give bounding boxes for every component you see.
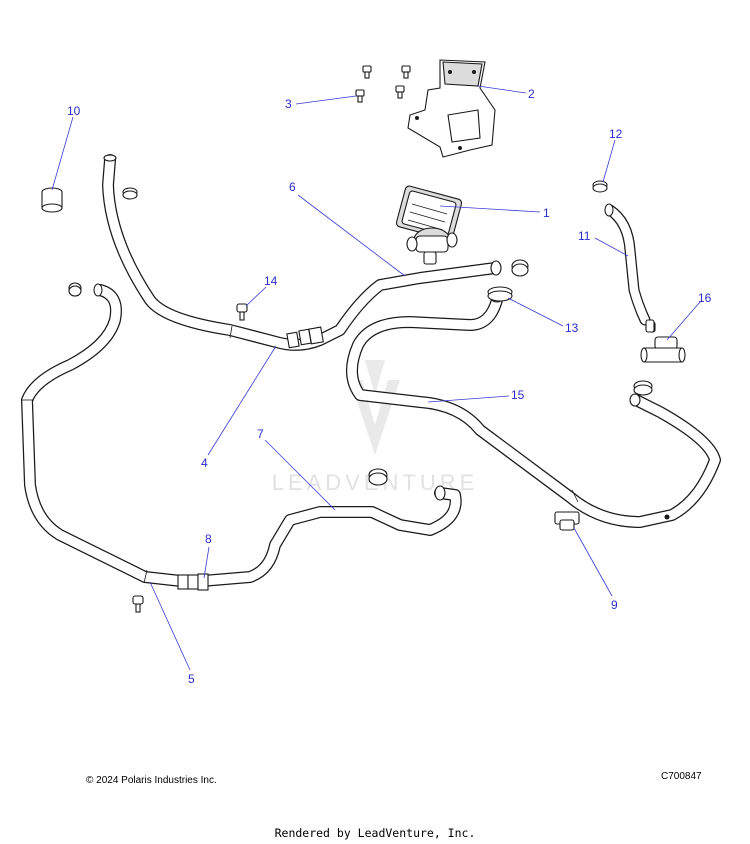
hose-5-7: [21, 284, 462, 588]
callout-16: 16: [698, 291, 712, 305]
leader-16: [666, 301, 701, 341]
hose-5-couplings: [22, 283, 446, 591]
leader-4: [207, 345, 277, 456]
part-14-clip: [236, 303, 248, 321]
leader-9: [573, 527, 613, 597]
leader-6: [297, 194, 406, 277]
hose-clamps: [68, 180, 653, 486]
diagram-code: C700847: [661, 771, 702, 782]
callout-2: 2: [528, 87, 535, 101]
callout-labels: 1 2 3 4 5 6 7 8 9 10 11 12 13 14 15 16: [67, 87, 712, 686]
leader-13: [507, 297, 564, 327]
callout-11: 11: [578, 229, 591, 243]
leader-1: [439, 205, 541, 213]
callout-13: 13: [565, 321, 579, 335]
clamp: [592, 180, 608, 193]
leader-lines: [51, 85, 701, 671]
leader-12: [602, 139, 616, 183]
hose-11: [604, 203, 651, 326]
watermark-logo-mark: [350, 360, 400, 455]
hose-4-couplings: [103, 154, 502, 349]
part-1-pump: [395, 185, 463, 265]
push-clip: [132, 595, 144, 613]
leader-15: [427, 395, 510, 403]
part-9-clip: [554, 511, 580, 531]
leader-3: [295, 95, 357, 105]
clamp: [368, 468, 388, 486]
leader-11: [594, 237, 629, 257]
clamp: [122, 187, 138, 200]
leader-10: [51, 116, 74, 191]
callout-15: 15: [511, 388, 525, 402]
callout-8: 8: [205, 532, 212, 546]
callout-12: 12: [609, 127, 623, 141]
callout-10: 10: [67, 104, 81, 118]
clamp: [511, 259, 529, 277]
callout-3: 3: [285, 97, 292, 111]
copyright-text: © 2024 Polaris Industries Inc.: [86, 775, 217, 786]
part-2-bracket: [407, 59, 496, 158]
small-connector: [645, 319, 655, 333]
callout-14: 14: [264, 274, 278, 288]
rendered-by-text: Rendered by LeadVenture, Inc.: [274, 826, 476, 840]
clamp: [68, 282, 82, 297]
callout-5: 5: [188, 672, 195, 686]
part-10-clamp: [41, 187, 63, 213]
callout-4: 4: [201, 456, 208, 470]
screw: [355, 89, 365, 103]
callout-7: 7: [257, 427, 264, 441]
screw: [401, 65, 411, 79]
screw: [395, 85, 405, 99]
leader-2: [477, 85, 527, 94]
part-3-screws: [355, 65, 411, 103]
leader-14: [245, 286, 267, 307]
leader-8: [203, 546, 210, 579]
part-13-clamp: [487, 286, 513, 302]
callout-1: 1: [543, 206, 550, 220]
hose-4-6: [102, 154, 501, 351]
screw: [362, 65, 372, 79]
callout-6: 6: [289, 180, 296, 194]
leader-7: [264, 439, 336, 511]
callout-9: 9: [611, 598, 618, 612]
clamp: [633, 380, 653, 396]
leader-5: [149, 581, 191, 671]
